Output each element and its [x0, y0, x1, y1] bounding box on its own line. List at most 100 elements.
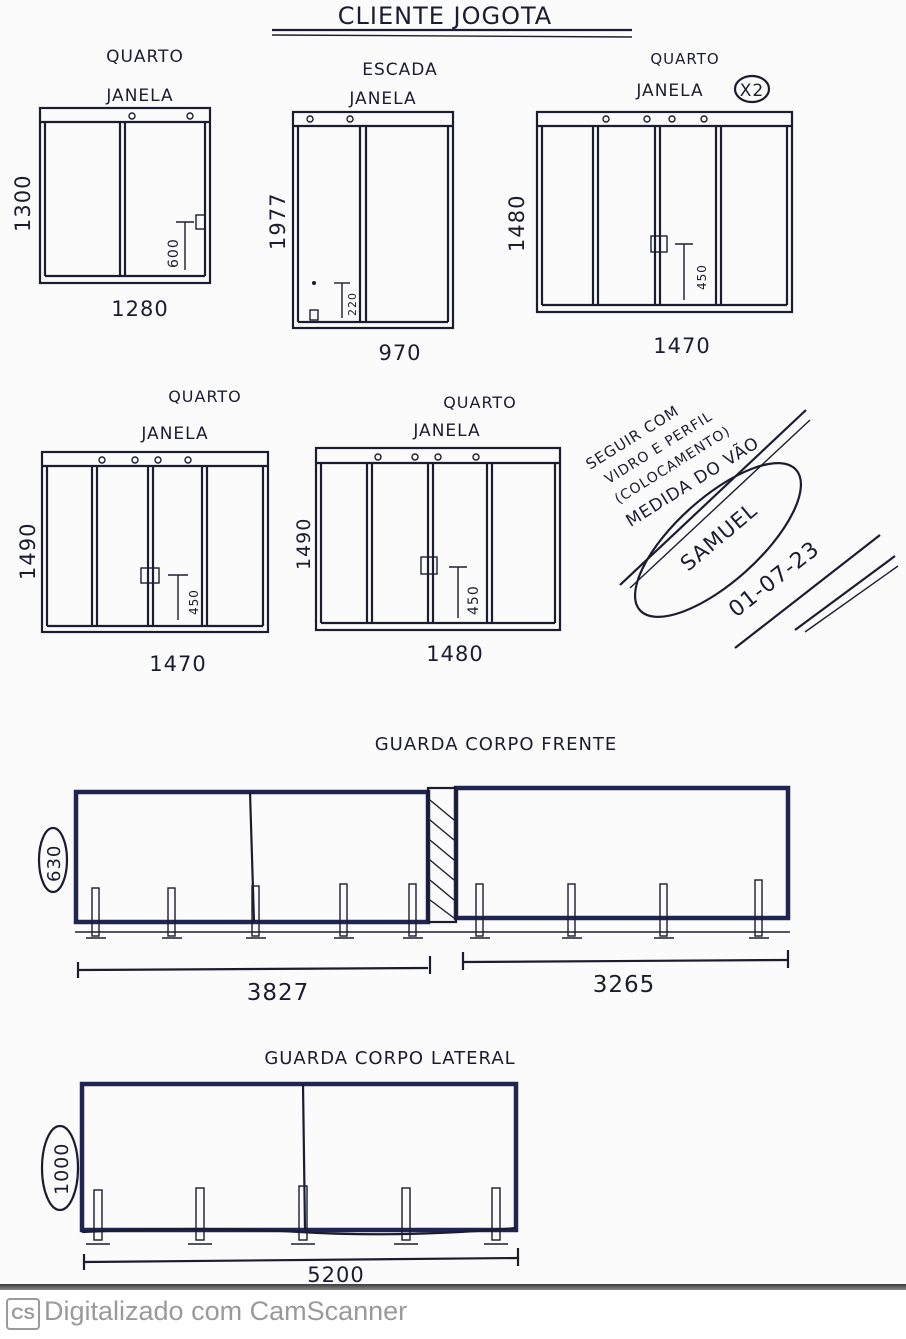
guard-side-width: 5200: [307, 1263, 364, 1287]
window-4-room: QUARTO: [168, 387, 242, 406]
window-2-handle: [309, 309, 319, 321]
window-4-roller: [154, 456, 162, 464]
date-stroke-3: [804, 565, 899, 633]
window-5-roller: [374, 453, 382, 461]
post: [491, 1187, 501, 1241]
window-2-type: JANELA: [348, 89, 416, 109]
column-hatch: [429, 839, 455, 861]
window-5-roller: [411, 453, 419, 461]
window-4-handle-height: 450: [187, 589, 201, 615]
post: [754, 879, 763, 937]
window-2-roller: [346, 115, 354, 123]
window-3-qty: X2: [740, 81, 764, 101]
window-2: ESCADA JANELA 220 1977 970: [266, 60, 455, 365]
post: [298, 1185, 308, 1241]
post: [567, 883, 576, 937]
window-3-handle-height: 450: [695, 264, 709, 290]
window-5-type: JANELA: [412, 421, 480, 441]
window-3-roller: [668, 115, 676, 123]
window-5-roller: [434, 453, 442, 461]
window-1-room: QUARTO: [106, 47, 184, 67]
window-3: QUARTO JANELA X2 450 1480 1470: [505, 50, 794, 358]
window-1-roller: [128, 112, 136, 120]
window-4-roller: [131, 456, 139, 464]
window-2-frame: [291, 110, 455, 330]
window-2-room: ESCADA: [362, 60, 437, 80]
camscanner-watermark: Digitalizado com CamScanner: [44, 1296, 408, 1326]
window-3-roller: [643, 115, 651, 123]
post: [339, 883, 348, 937]
guard-side-title: GUARDA CORPO LATERAL: [264, 1048, 515, 1069]
window-5-handle-height: 450: [466, 585, 482, 615]
page-title: CLIENTE JOGOTA: [338, 2, 552, 30]
window-1-type: JANELA: [105, 86, 173, 106]
guard-side-dim: [83, 1256, 519, 1264]
column-hatch: [429, 899, 455, 919]
note-underline-2: [629, 419, 811, 589]
window-1-frame: [38, 106, 212, 285]
scanner-footer: [0, 1290, 906, 1339]
post: [167, 887, 176, 937]
window-1-roller: [186, 112, 194, 120]
guard-front: GUARDA CORPO FRENTE 630 3827: [37, 734, 791, 1006]
window-4-roller: [98, 456, 106, 464]
window-4-type: JANELA: [140, 424, 208, 444]
guard-front-height: 630: [44, 845, 65, 882]
guard-front-title: GUARDA CORPO FRENTE: [375, 734, 618, 755]
column-hatch: [429, 799, 455, 821]
camscanner-logo-icon: CS: [6, 1298, 40, 1330]
post: [251, 885, 260, 937]
date-stroke-2: [794, 555, 896, 631]
column-hatch: [429, 819, 455, 841]
window-2-width: 970: [378, 341, 421, 365]
window-3-handle: [650, 235, 668, 253]
guard-side-height-circle: [40, 1124, 80, 1212]
post: [475, 883, 484, 937]
window-5-frame: [314, 446, 562, 632]
guard-side-floor: [81, 1226, 517, 1236]
guard-side-height: 1000: [51, 1143, 73, 1195]
post: [91, 887, 100, 937]
window-4-width: 1470: [149, 652, 206, 676]
guard-side-posts: [86, 1185, 508, 1245]
window-2-height: 1977: [266, 193, 290, 250]
window-3-width: 1470: [653, 334, 710, 358]
guard-front-dim-left: [77, 966, 429, 972]
window-3-height: 1480: [505, 195, 529, 252]
guard-front-right-panel: [453, 785, 791, 921]
window-3-qty-circle: [733, 74, 771, 104]
column-hatch: [429, 879, 455, 901]
window-4-roller: [184, 456, 192, 464]
window-2-roller: [306, 115, 314, 123]
window-4: QUARTO JANELA 450 1490 1470: [16, 387, 270, 676]
post: [93, 1189, 103, 1241]
guard-front-width-left: 3827: [247, 980, 310, 1006]
window-3-frame: [535, 110, 794, 314]
post: [659, 883, 668, 937]
window-3-roller: [602, 115, 610, 123]
post: [195, 1187, 205, 1241]
window-1: QUARTO JANELA 600 1300 1280: [11, 47, 212, 321]
post: [401, 1187, 411, 1241]
guard-front-width-right: 3265: [593, 972, 656, 998]
window-5-width: 1480: [426, 642, 483, 666]
title-underline-2: [271, 34, 633, 38]
window-2-handle-height: 220: [346, 292, 359, 316]
window-5: QUARTO JANELA 450 1490 1480: [293, 393, 562, 666]
window-3-type: JANELA: [635, 81, 703, 101]
window-5-roller: [472, 453, 480, 461]
guard-front-dim-right: [462, 958, 789, 964]
guard-side-joint: [301, 1083, 307, 1231]
window-3-roller: [700, 115, 708, 123]
window-1-handle-height: 600: [166, 238, 182, 268]
column-hatch: [429, 859, 455, 881]
guard-front-height-circle: [37, 826, 69, 894]
scan-edge: [0, 1284, 906, 1290]
window-2-lock: [312, 281, 316, 285]
note-underline: [619, 409, 807, 586]
window-5-room: QUARTO: [443, 393, 517, 412]
window-4-handle: [140, 567, 160, 584]
sketch-sheet: CLIENTE JOGOTA QUARTO JANELA 600 1300 12…: [11, 2, 899, 1287]
window-4-height: 1490: [16, 523, 40, 580]
signature-oval: [633, 462, 803, 618]
